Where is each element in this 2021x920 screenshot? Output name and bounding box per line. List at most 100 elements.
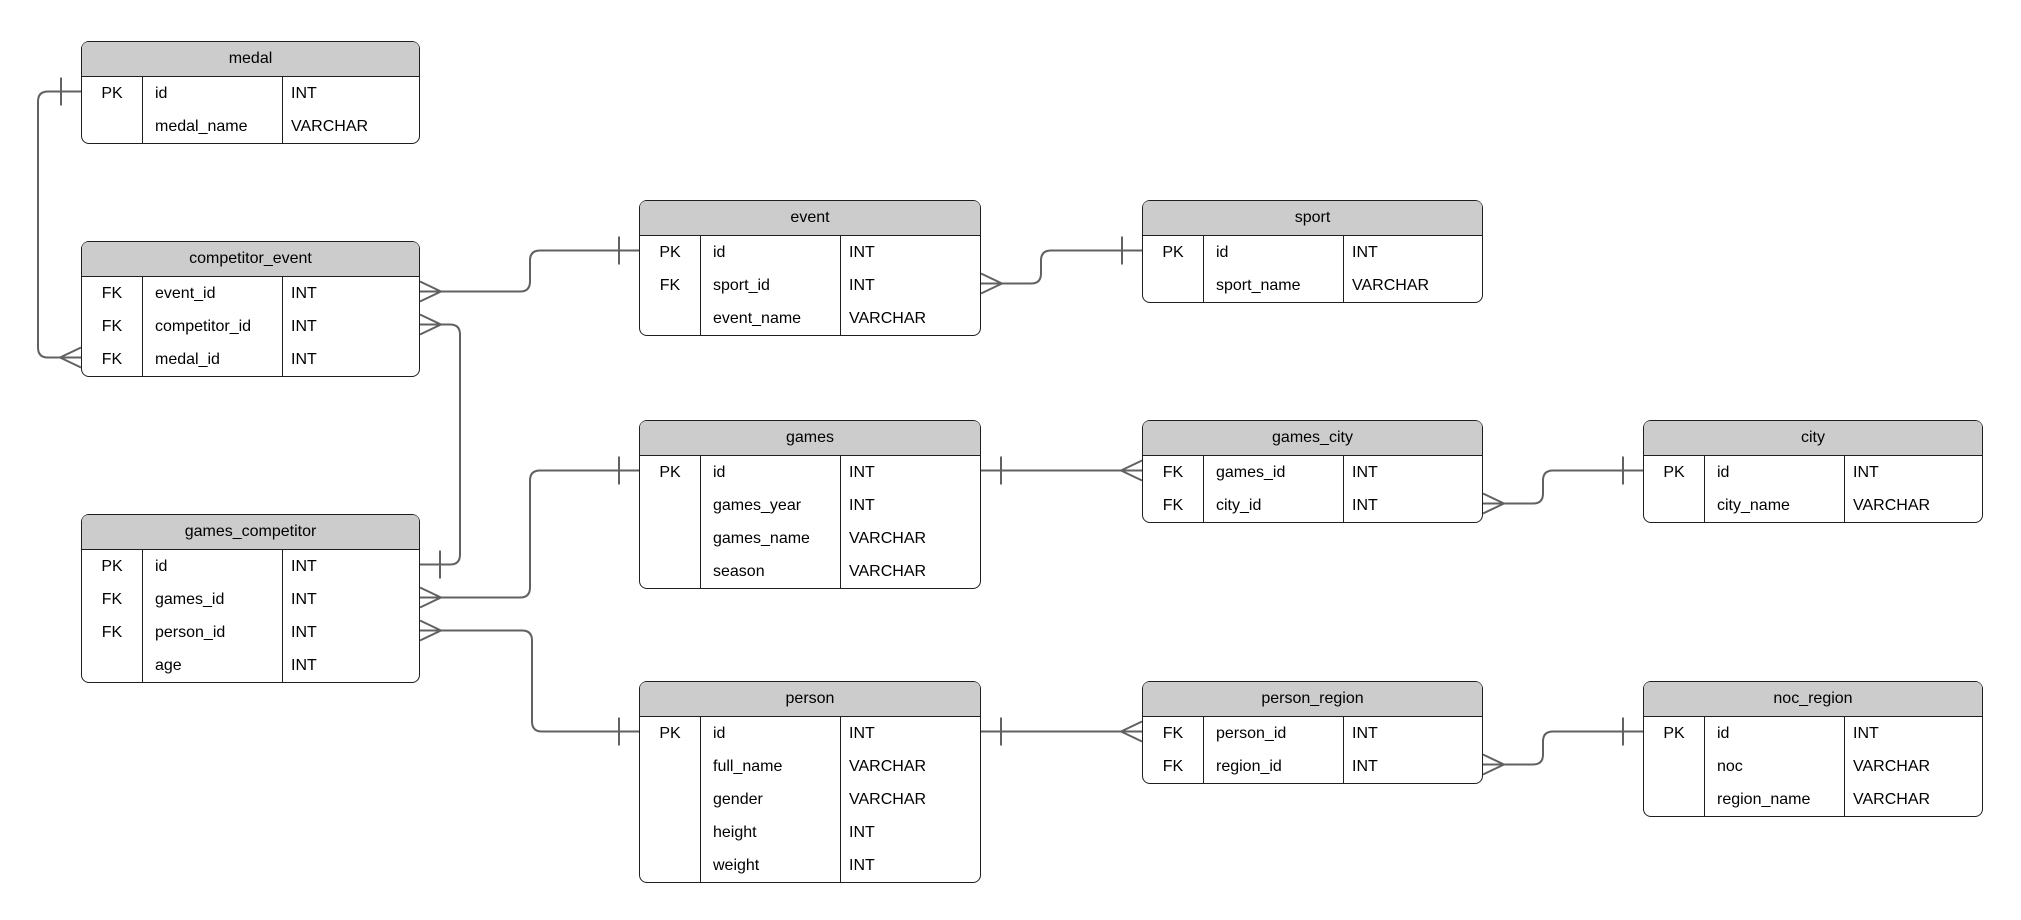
column-name: competitor_id (142, 310, 282, 343)
column-key-badge: FK (1162, 496, 1184, 514)
table-title: games_city (1143, 421, 1482, 456)
column-key-badge: FK (101, 590, 123, 608)
column-key-badge (82, 110, 142, 143)
column-type: VARCHAR (1844, 783, 1982, 816)
relationship-person-person_region[interactable] (981, 717, 1143, 746)
relationship-competitor_event-event[interactable] (419, 236, 639, 303)
column-type: INT (1844, 717, 1982, 750)
column-name: games_id (142, 583, 282, 616)
column-key-badge: PK (101, 84, 123, 102)
relationship-event-sport[interactable] (980, 236, 1142, 295)
connector-line (37, 90, 81, 359)
relationship-games_city-city[interactable] (1482, 456, 1643, 515)
column-name: sport_id (700, 269, 840, 302)
column-key-badge (640, 849, 700, 882)
column-key-badge: FK (101, 623, 123, 641)
column-key-badge: FK (101, 317, 123, 335)
column-key-badge (640, 816, 700, 849)
table-title: event (640, 201, 980, 236)
column-type: INT (840, 717, 980, 750)
connector-line (420, 323, 461, 566)
column-name: games_name (700, 522, 840, 555)
column-key-badge (640, 302, 700, 335)
column-name: season (700, 555, 840, 588)
column-type: VARCHAR (840, 302, 980, 335)
column-name: full_name (700, 750, 840, 783)
column-name: id (142, 77, 282, 110)
column-type: INT (282, 616, 419, 649)
column-name: id (1203, 236, 1343, 269)
crow-foot-marker (1482, 753, 1505, 776)
table-title: medal (82, 42, 419, 77)
crow-foot-marker (419, 313, 442, 336)
column-name: games_year (700, 489, 840, 522)
connector-line (420, 249, 639, 293)
column-name: region_name (1704, 783, 1844, 816)
column-type: INT (282, 343, 419, 376)
relationship-medal-competitor_event[interactable] (37, 77, 82, 369)
column-name: noc (1704, 750, 1844, 783)
column-type: INT (1343, 489, 1482, 522)
column-type: INT (840, 816, 980, 849)
column-key-badge: PK (1663, 724, 1685, 742)
column-type: INT (840, 849, 980, 882)
crow-foot-marker (59, 346, 82, 369)
table-title: competitor_event (82, 242, 419, 277)
table-title: games_competitor (82, 515, 419, 550)
column-name: region_id (1203, 750, 1343, 783)
relationship-games-games_city[interactable] (981, 456, 1143, 485)
column-type: VARCHAR (1844, 489, 1982, 522)
relationship-person_region-noc_region[interactable] (1482, 717, 1643, 776)
column-key-badge (640, 489, 700, 522)
column-key-badge: PK (659, 243, 681, 261)
column-name: person_id (1203, 717, 1343, 750)
relationship-games_competitor-person[interactable] (419, 619, 639, 746)
column-type: VARCHAR (840, 555, 980, 588)
column-type: INT (1343, 717, 1482, 750)
connector-line (420, 469, 639, 599)
column-name: medal_id (142, 343, 282, 376)
column-type: INT (840, 236, 980, 269)
crow-foot-marker (1120, 720, 1143, 743)
connector-line (420, 629, 639, 733)
column-type: VARCHAR (840, 522, 980, 555)
column-name: weight (700, 849, 840, 882)
relationship-competitor_event-games_competitor[interactable] (419, 313, 461, 579)
column-name: id (700, 236, 840, 269)
column-type: INT (282, 583, 419, 616)
relationship-games_competitor-games[interactable] (419, 456, 639, 609)
column-type: INT (840, 456, 980, 489)
column-type: INT (282, 550, 419, 583)
column-type: INT (840, 489, 980, 522)
connector-line (1483, 469, 1643, 505)
table-title: person (640, 682, 980, 717)
